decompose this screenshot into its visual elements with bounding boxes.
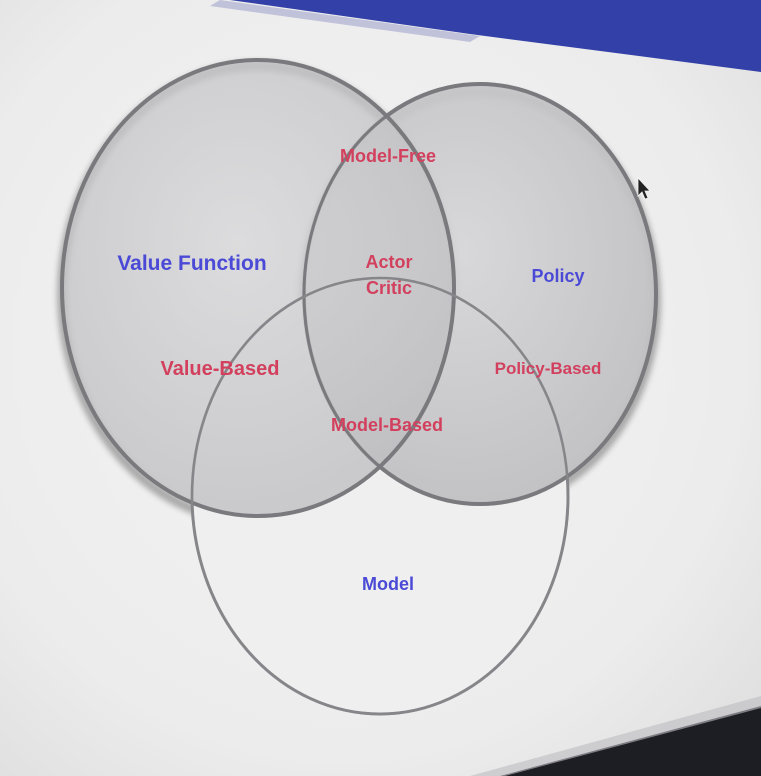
set-label-model: Model	[362, 574, 414, 594]
region-label-policy-based: Policy-Based	[495, 359, 602, 378]
region-label-model-based: Model-Based	[331, 415, 443, 435]
region-label-critic: Critic	[366, 278, 412, 298]
policy-circle-outline	[302, 82, 658, 506]
mouse-pointer-icon	[637, 176, 651, 200]
region-label-value-based: Value-Based	[161, 358, 280, 380]
bottom-bezel-edge	[470, 696, 761, 776]
projector-top-bar	[230, 0, 761, 72]
set-label-policy: Policy	[531, 266, 584, 286]
set-label-value-function: Value Function	[117, 252, 266, 275]
region-label-model-free: Model-Free	[340, 146, 436, 166]
model-circle-outline	[190, 276, 570, 716]
value-function-circle	[60, 58, 456, 518]
top-bar-fade	[210, 0, 480, 42]
region-label-actor: Actor	[365, 252, 412, 272]
